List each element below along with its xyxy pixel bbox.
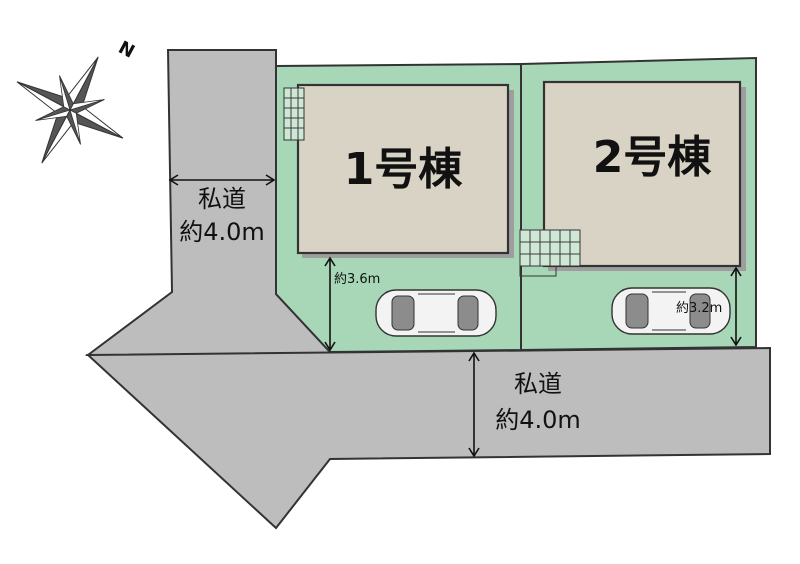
road-vertical-type-label: 私道 xyxy=(198,185,246,213)
car-2 xyxy=(611,287,731,335)
house-2 xyxy=(542,80,742,268)
compass-north-label: N xyxy=(115,37,138,63)
private-road-horizontal xyxy=(85,346,771,530)
car-1 xyxy=(375,289,497,337)
parking-depth-1-label: 約3.6m xyxy=(334,272,380,287)
deck-grid-1 xyxy=(283,87,305,141)
road-horizontal-width-label: 約4.0m xyxy=(495,406,581,434)
lot-1-label: 1号棟 xyxy=(344,144,464,195)
lot-2-label: 2号棟 xyxy=(593,132,713,183)
road-vertical-width-label: 約4.0m xyxy=(179,218,265,246)
dimension-parking-2 xyxy=(730,266,742,347)
deck-grid-2 xyxy=(519,229,581,277)
compass-rose-icon xyxy=(16,56,124,164)
dimension-road-vertical xyxy=(168,174,276,186)
road-horizontal-type-label: 私道 xyxy=(514,370,562,398)
parking-depth-2-label: 約3.2m xyxy=(676,301,722,316)
house-1 xyxy=(296,83,510,255)
dimension-parking-1 xyxy=(324,256,336,352)
dimension-road-horizontal xyxy=(468,351,480,458)
